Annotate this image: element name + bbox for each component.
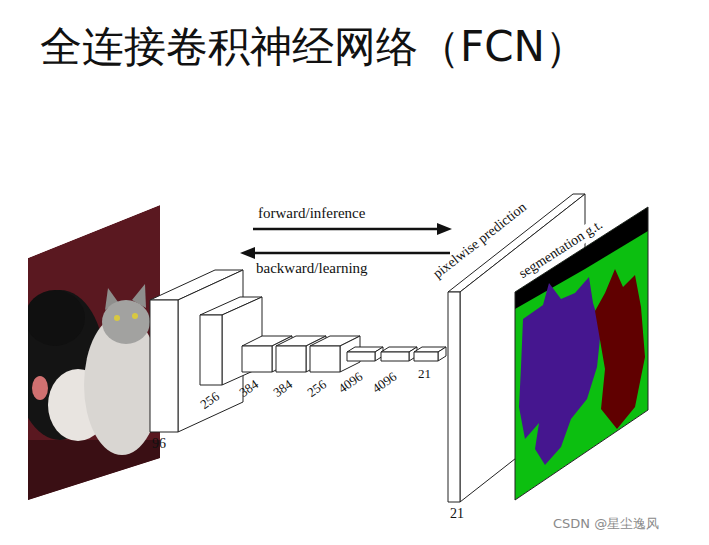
layer-label: 21 — [450, 506, 464, 522]
cuboid-front-face — [381, 352, 409, 361]
cat-eye — [114, 315, 120, 321]
seg-cat-mask — [595, 269, 645, 429]
cuboid-shape — [381, 347, 417, 361]
cuboid-front-face — [150, 300, 178, 432]
forward-arrow-head — [437, 223, 452, 235]
cuboid-shape — [347, 347, 383, 361]
cuboid-front-face — [347, 352, 375, 361]
cuboid-side-face — [438, 347, 446, 361]
dog-head — [25, 290, 85, 346]
layer-box: 4096 — [381, 347, 417, 361]
seg-outline — [515, 207, 648, 500]
segmentation-box: segmentation g.t. — [515, 207, 648, 500]
cuboid-front-face — [414, 352, 438, 361]
segmentation-image — [515, 207, 648, 500]
title: 全连接卷积神经网络（FCN） — [40, 22, 587, 72]
cuboid-shape — [414, 347, 446, 361]
watermark: CSDN @星尘逸风 — [553, 516, 659, 531]
cuboid-front-face — [310, 346, 340, 372]
seg-dog-mask — [519, 277, 601, 465]
forward-arrow-line — [253, 228, 440, 231]
layer-label: 21 — [418, 366, 431, 381]
cuboid-front-face — [276, 346, 306, 372]
cuboid-front-face — [200, 315, 222, 385]
layer-label: 4096 — [369, 369, 399, 396]
layer-label: 4096 — [335, 369, 365, 396]
seg-ground — [515, 207, 648, 500]
backward-arrow-head — [240, 247, 255, 259]
layer-label: 96 — [152, 436, 166, 452]
layer-box: 4096 — [347, 347, 383, 361]
layer-box: 21 — [414, 347, 446, 361]
cat-eye — [132, 313, 138, 319]
photo-blanket — [20, 440, 170, 520]
segmentation-shape — [515, 207, 648, 500]
dog-tongue — [32, 376, 48, 400]
cat-head — [102, 300, 150, 344]
cuboid-front-face — [242, 346, 272, 372]
arrow-label: forward/inference — [258, 205, 365, 222]
layer-label: 256 — [304, 377, 329, 400]
backward-arrow-line — [252, 252, 450, 255]
input-photo — [15, 205, 170, 520]
cuboid-front-face — [448, 292, 460, 502]
arrow-label: backward/learning — [256, 260, 368, 277]
layer-label: 384 — [270, 377, 295, 400]
